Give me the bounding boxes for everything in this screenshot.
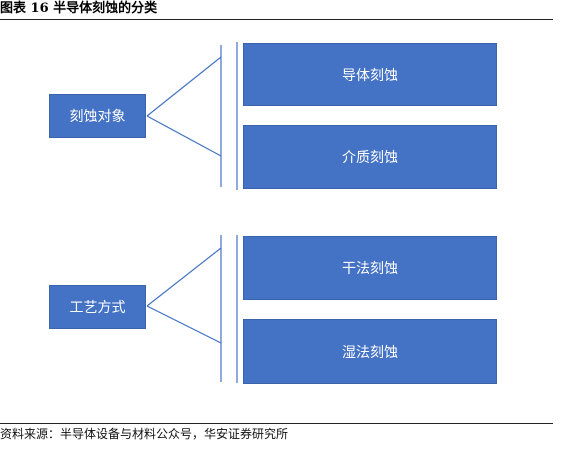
figure-title: 图表 16 半导体刻蚀的分类: [0, 1, 158, 16]
child-node-dry-etch: 干法刻蚀: [243, 236, 497, 300]
branch-line-2a: [146, 247, 222, 307]
group-node-process: 工艺方式: [49, 285, 146, 329]
child-node-conductor-etch: 导体刻蚀: [243, 43, 497, 106]
branch-line-1b: [146, 115, 222, 157]
branch-line-1a: [146, 56, 222, 117]
branch-line-2b: [146, 305, 222, 344]
title-rule: [0, 19, 553, 20]
figure-source: 资料来源：半导体设备与材料公众号，华安证券研究所: [0, 427, 289, 441]
source-rule: [0, 423, 553, 424]
group-node-target: 刻蚀对象: [49, 94, 146, 138]
child-node-dielectric-etch: 介质刻蚀: [243, 125, 497, 189]
child-node-wet-etch: 湿法刻蚀: [243, 319, 497, 384]
